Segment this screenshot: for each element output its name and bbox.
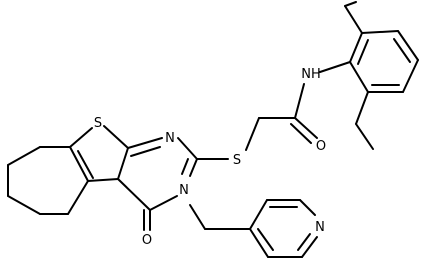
amide-oxygen-label: O <box>316 139 326 154</box>
thioether-sulfur-label: S <box>233 153 241 168</box>
cyclohexane-ring <box>7 146 71 215</box>
thiophene-sulfur-label: S <box>94 116 102 131</box>
pyridylmethyl-group <box>189 199 318 258</box>
acetamide-chain <box>196 61 351 160</box>
diethylphenyl-ring <box>344 1 419 150</box>
pyridine-nitrogen-label: N <box>315 220 325 235</box>
pyrimidinone-ring <box>117 137 198 231</box>
thiophene-ring <box>67 125 129 215</box>
pyrimidine-nitrogen-label: N <box>165 131 175 146</box>
ring-nitrogen-label: N <box>179 183 189 198</box>
carbonyl-oxygen-label: O <box>142 233 152 248</box>
amide-nh-label: NH <box>301 67 321 82</box>
